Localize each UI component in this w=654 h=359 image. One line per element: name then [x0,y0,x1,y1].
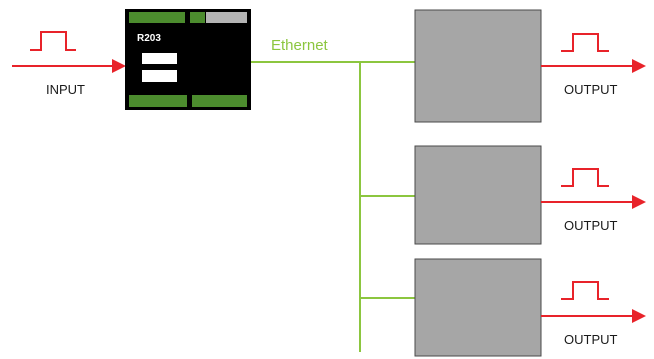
output-label-1: OUTPUT [564,82,618,97]
output-pulse-icon-2 [561,168,609,187]
output-pulse-icon-3 [561,281,609,300]
input-label: INPUT [46,82,85,97]
r203-device: R203 [125,9,251,110]
node-box-1 [414,9,542,123]
device-indicator-1 [142,53,177,64]
output-arrow-head-2 [632,195,646,209]
input-pulse-icon [30,31,76,51]
output-arrow-head-1 [632,59,646,73]
ethernet-label: Ethernet [271,37,329,54]
output-node-1: OUTPUT [414,9,646,123]
output-node-3: OUTPUT [414,258,646,357]
output-pulse-icon-1 [561,33,609,52]
output-arrow-head-3 [632,309,646,323]
device-top-terminal-left [129,12,185,23]
device-model-label: R203 [137,33,161,44]
device-top-terminal-right [190,12,205,23]
node-box-2 [414,145,542,245]
output-label-2: OUTPUT [564,218,618,233]
output-node-2: OUTPUT [414,145,646,245]
device-bottom-terminal-left [129,95,187,107]
device-bottom-terminal-right [192,95,247,107]
device-top-label-strip [206,12,247,23]
output-label-3: OUTPUT [564,332,618,347]
input-arrow-head [112,59,126,73]
ethernet-bus: Ethernet [251,37,415,352]
device-indicator-2 [142,70,177,82]
node-box-3 [414,258,542,357]
input-group: INPUT [12,31,126,97]
